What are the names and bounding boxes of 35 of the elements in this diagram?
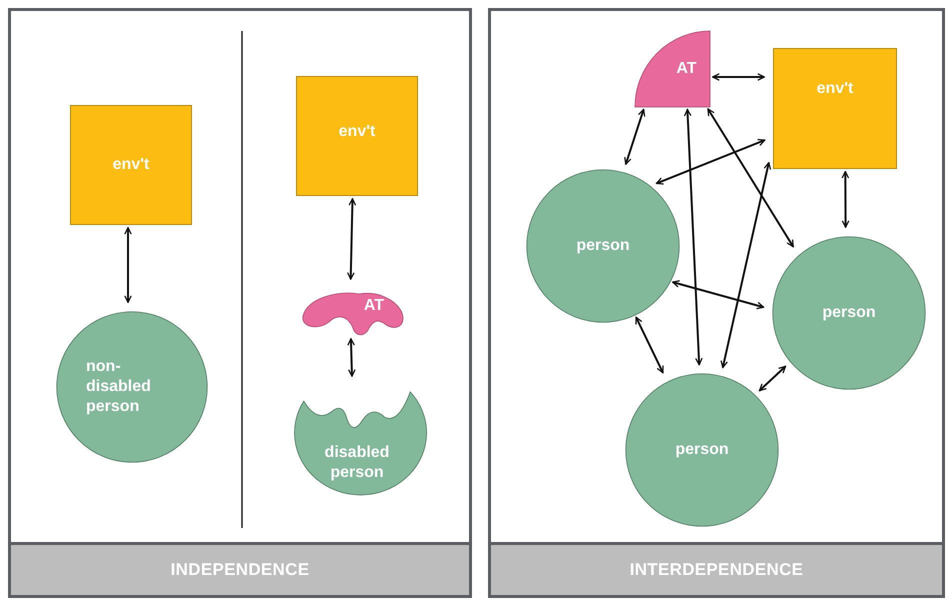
double-arrow [758,366,786,392]
node-label: person [576,236,630,256]
environment-box [70,105,192,225]
double-arrow [624,108,646,165]
person-circle [56,311,208,463]
double-arrow [707,108,794,248]
node-label: person [822,303,876,323]
double-arrow [684,108,703,366]
panel-caption: INDEPENDENCE [170,560,310,580]
double-arrow [672,280,764,310]
double-arrow [347,338,356,377]
double-arrow [635,316,664,374]
node-label: AT [676,59,697,79]
double-arrow [720,162,772,368]
panel-frame [488,8,945,598]
person-circle [772,236,926,390]
node-label: env't [338,122,376,142]
double-arrow [712,73,765,81]
panel-frame [8,8,472,598]
double-arrow [656,138,766,185]
environment-box [773,48,897,169]
double-arrow [124,227,132,303]
node-label: person [675,440,729,460]
node-label: AT [364,296,384,316]
double-arrow [842,170,850,228]
node-label: env't [112,155,150,175]
node-label: env't [816,78,854,98]
node-label: non-disabled person [86,357,152,417]
person-circle [526,169,680,323]
panel-caption: INTERDEPENDENCE [630,560,804,580]
person-circle [625,373,779,527]
assistive-technology-shape [635,31,710,107]
environment-box [296,76,418,196]
double-arrow [347,198,356,280]
node-label: disabled person [324,442,390,482]
